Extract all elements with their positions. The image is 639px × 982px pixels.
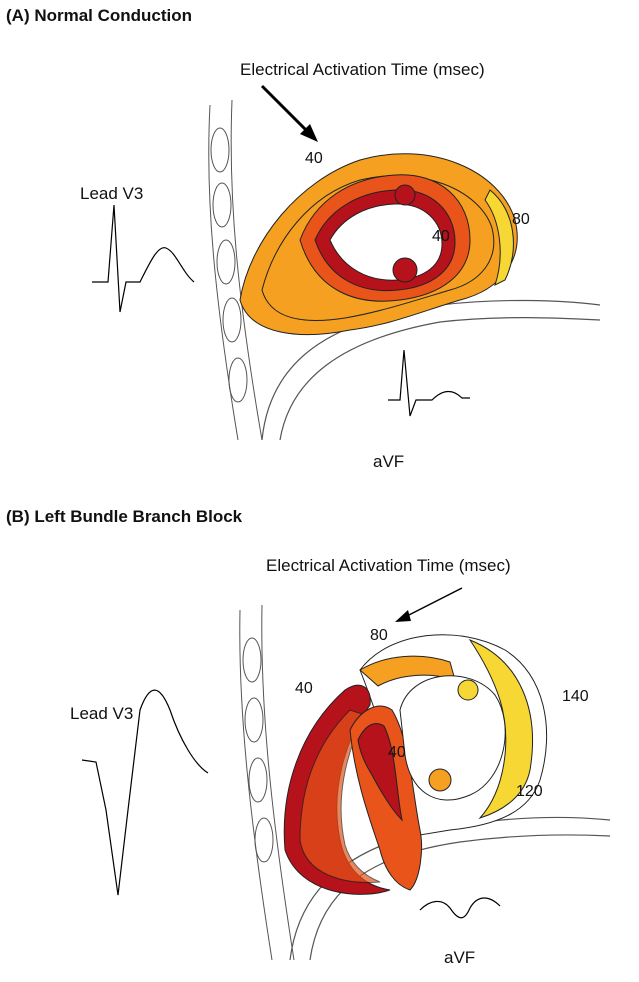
heart-activation-map-a	[239, 153, 518, 335]
panel-b-illustration	[81, 587, 611, 961]
panel-a-illustration	[92, 84, 601, 441]
lead-v3-waveform-b	[81, 689, 209, 896]
panel-left-bundle-branch-block: (B) Left Bundle Branch Block	[0, 490, 639, 982]
panel-b-title: (B) Left Bundle Branch Block	[6, 507, 243, 526]
spine-sketch	[208, 99, 263, 441]
time-label-left-b: 40	[295, 680, 313, 697]
avf-waveform-b	[419, 897, 501, 919]
lead-v3-label-b: Lead V3	[70, 704, 134, 723]
heart-activation-map-b	[283, 634, 548, 895]
time-label-septum-b: 40	[388, 744, 406, 761]
lead-avf-label-a: aVF	[373, 452, 405, 471]
panel-normal-conduction: (A) Normal Conduction	[0, 0, 639, 490]
time-label-right-upper-b: 140	[562, 688, 589, 705]
activation-arrow-a	[260, 84, 318, 142]
time-label-outer-top-a: 40	[305, 150, 323, 167]
spine-sketch-b	[239, 604, 295, 961]
lead-v3-label-a: Lead V3	[80, 184, 144, 203]
lead-avf-label-b: aVF	[444, 948, 476, 967]
activation-time-label-b: Electrical Activation Time (msec)	[266, 556, 511, 575]
activation-arrow-b	[395, 587, 463, 622]
activation-time-label-a: Electrical Activation Time (msec)	[240, 60, 485, 79]
avf-waveform-a	[388, 349, 470, 417]
panel-a-title: (A) Normal Conduction	[6, 6, 193, 25]
time-label-right-a: 80	[512, 211, 530, 228]
time-label-top-b: 80	[370, 627, 388, 644]
time-label-right-lower-b: 120	[516, 783, 543, 800]
time-label-inner-a: 40	[432, 228, 450, 245]
lead-v3-waveform-a	[92, 204, 195, 313]
